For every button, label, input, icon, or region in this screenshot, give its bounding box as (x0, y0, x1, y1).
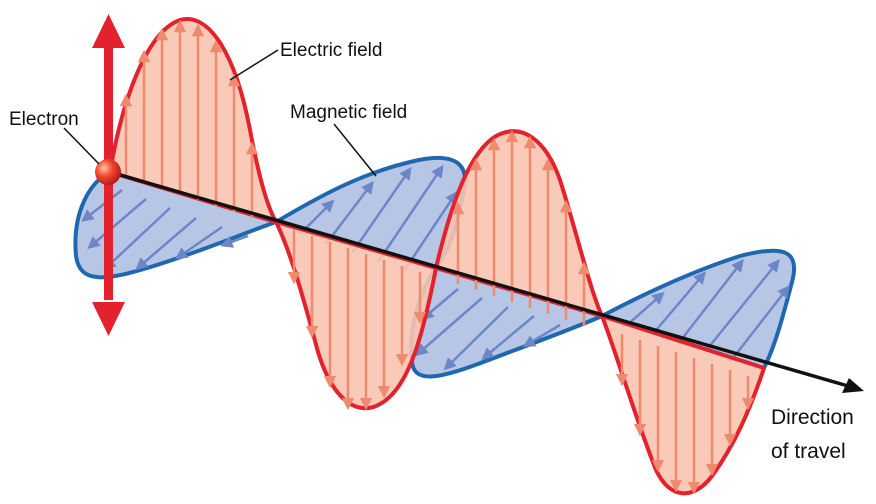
direction-label-line1: Direction (771, 406, 854, 429)
electron-leader (63, 127, 100, 165)
direction-label-line2: of travel (771, 440, 846, 463)
direction-arrowhead (842, 378, 864, 393)
propagation-axis (109, 170, 864, 393)
electric-field-wave (108, 17, 766, 496)
magnetic-field-leader (333, 123, 377, 177)
electron-label: Electron (9, 109, 79, 130)
electric-field-leader (229, 49, 279, 81)
electric-field-label: Electric field (280, 40, 382, 61)
magnetic-lobe-4 (600, 248, 797, 370)
electron-sphere (95, 159, 121, 185)
magnetic-field-label: Magnetic field (290, 102, 407, 123)
electric-vectors (119, 19, 755, 495)
magnetic-vectors (81, 164, 790, 371)
leader-lines (63, 49, 377, 177)
